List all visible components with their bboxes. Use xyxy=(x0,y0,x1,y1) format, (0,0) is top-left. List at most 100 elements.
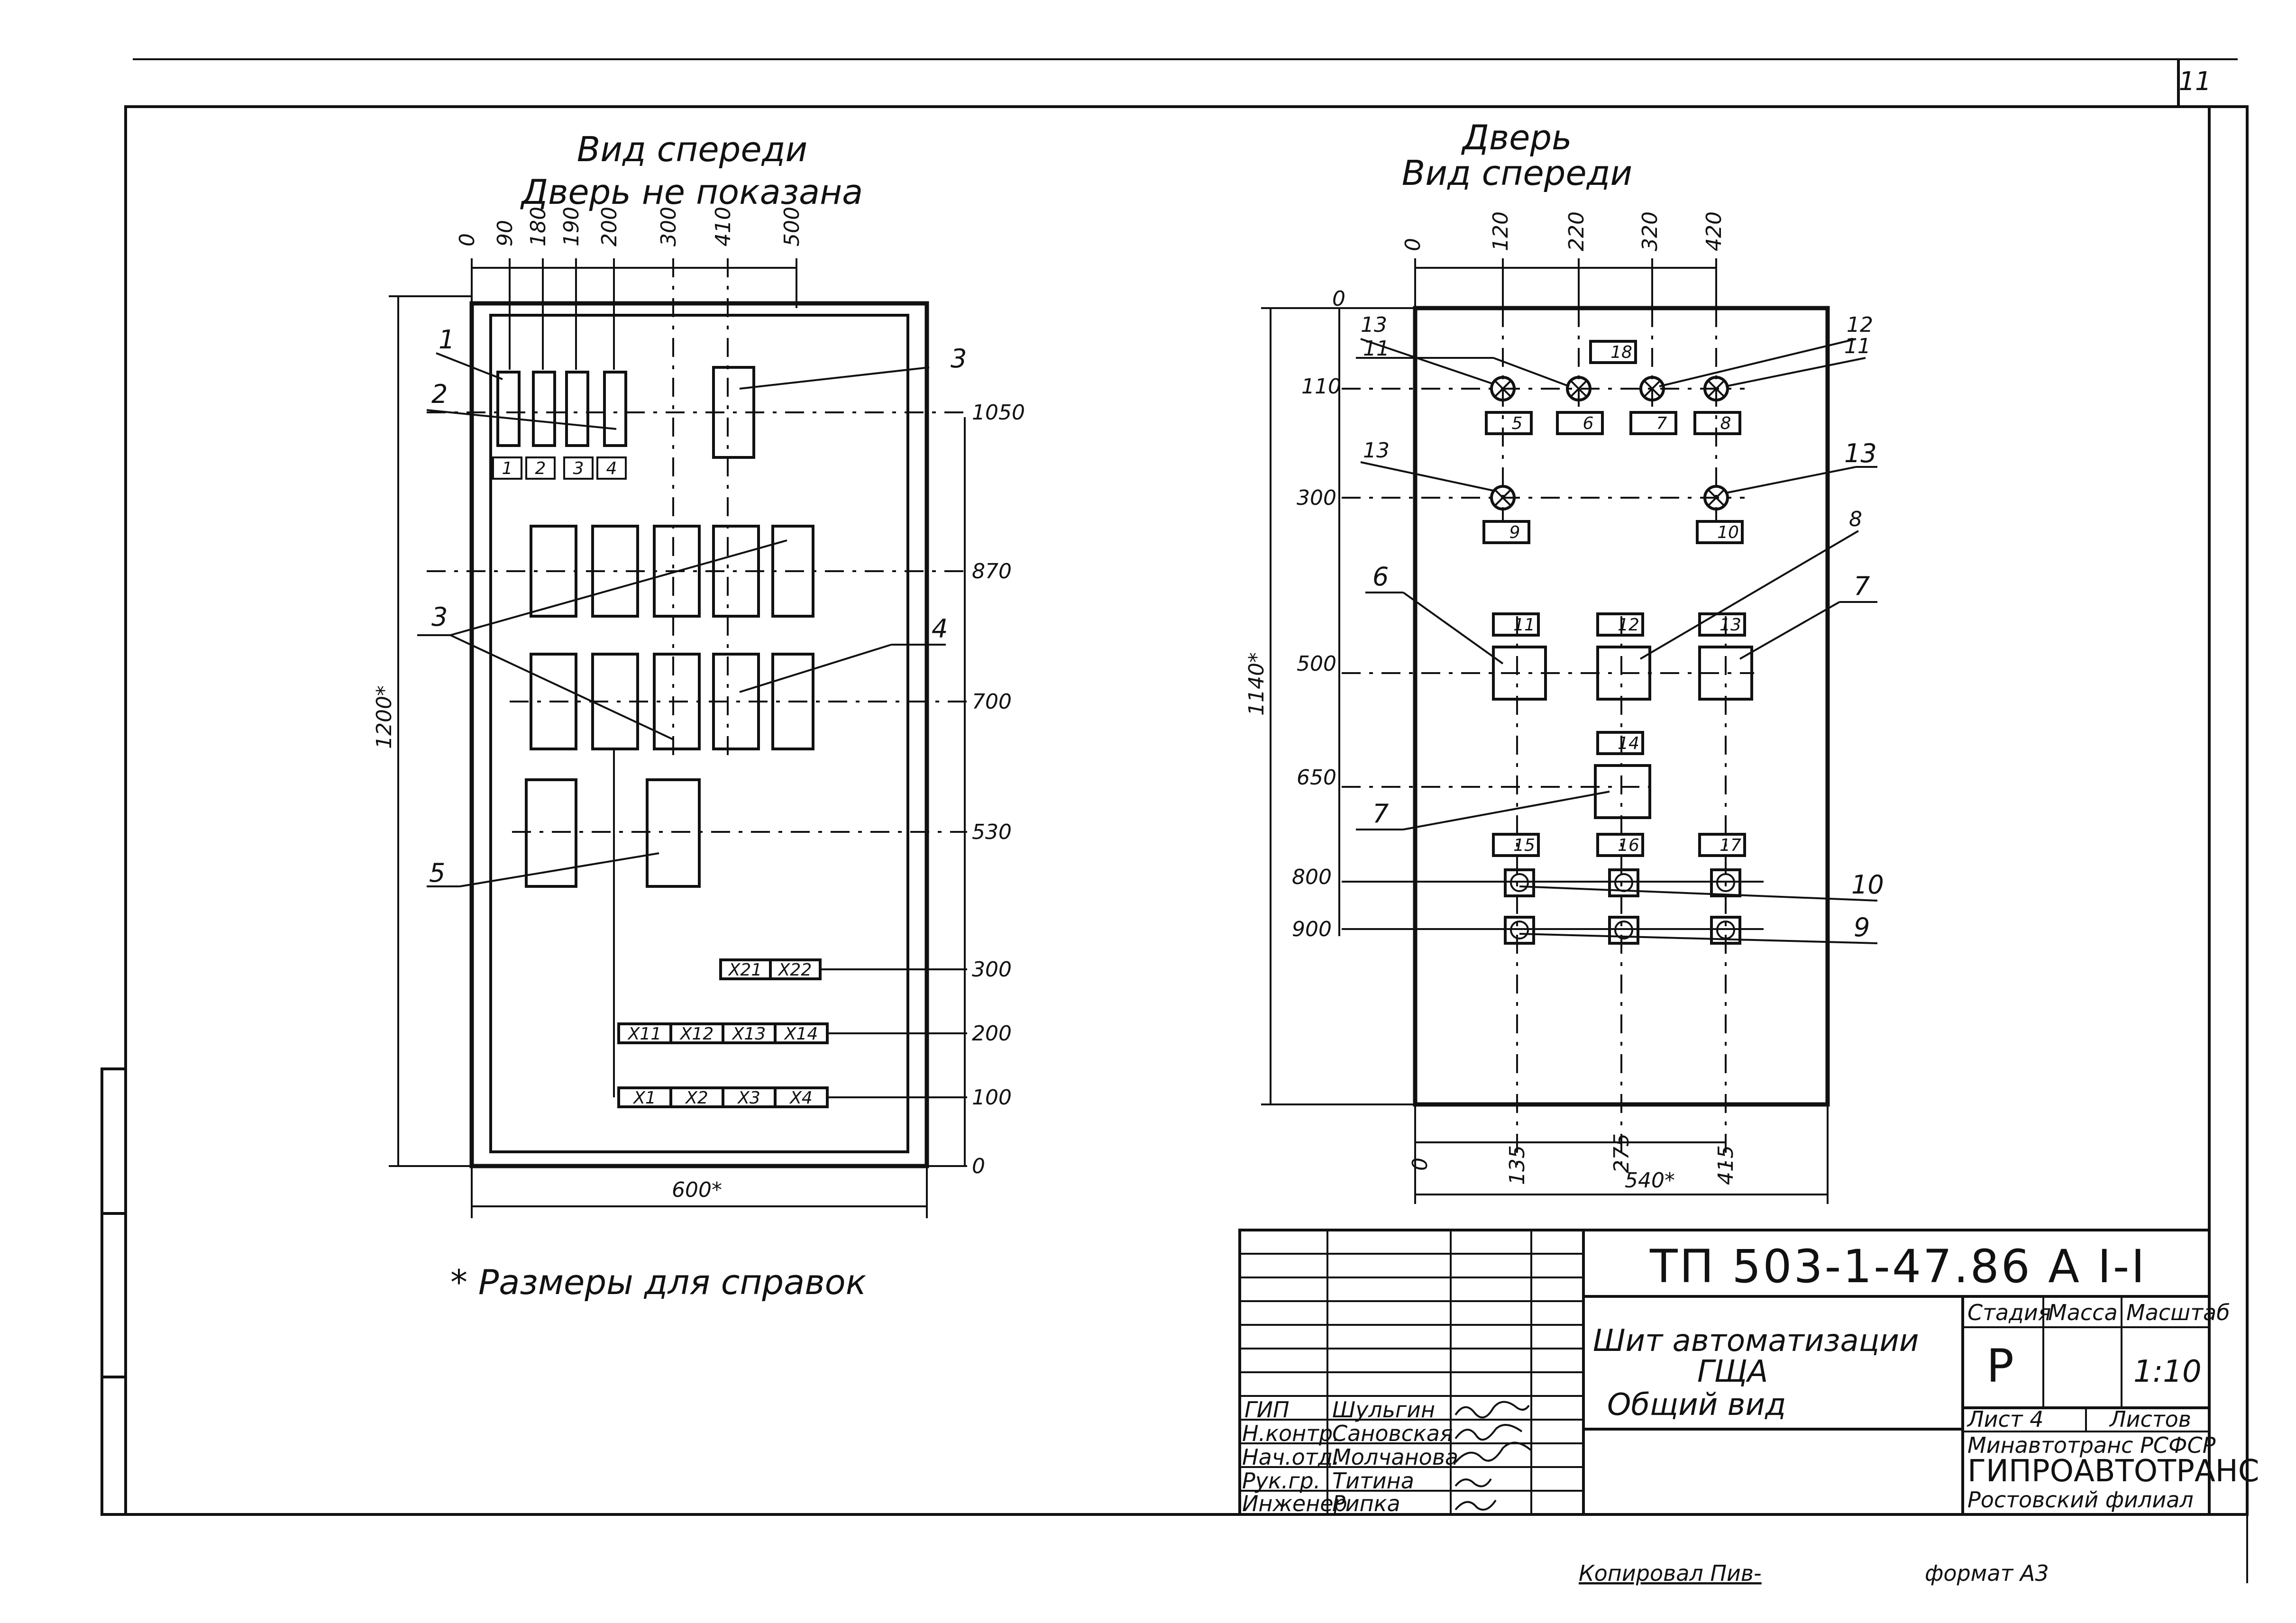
lamp-icon xyxy=(1703,485,1729,511)
svg-text:13: 13 xyxy=(1361,313,1387,337)
front-right-dim-labels: 1050 870 700 530 300 200 100 0 xyxy=(972,401,1025,1178)
svg-text:200: 200 xyxy=(597,207,622,246)
terminal-row-200: X11 X12 X13 X14 xyxy=(617,1022,829,1044)
svg-text:14: 14 xyxy=(1618,734,1639,753)
svg-text:17: 17 xyxy=(1720,836,1741,855)
svg-text:12: 12 xyxy=(1847,313,1873,337)
svg-text:415: 415 xyxy=(1714,1145,1738,1185)
svg-text:0: 0 xyxy=(1408,1158,1432,1171)
svg-text:X2: X2 xyxy=(685,1088,708,1108)
front-right-dim-lines xyxy=(427,411,967,1167)
svg-text:6: 6 xyxy=(1583,414,1594,433)
door-top-dim-labels: 0 120 220 320 420 xyxy=(1401,211,1726,251)
svg-text:800: 800 xyxy=(1292,865,1332,889)
door-view: Дверь Вид спереди 0 120 220 320 420 1140… xyxy=(1244,118,1884,1204)
door-plates: 18 5 6 7 8 9 10 11 12 13 14 15 16 17 xyxy=(1482,340,1746,857)
svg-text:X4: X4 xyxy=(789,1088,813,1108)
svg-text:ГИП: ГИП xyxy=(1244,1397,1290,1422)
svg-text:X22: X22 xyxy=(778,960,812,980)
door-view-title: Дверь xyxy=(1461,118,1572,157)
button-icon xyxy=(1608,916,1639,945)
svg-text:180: 180 xyxy=(526,207,550,246)
svg-text:7: 7 xyxy=(1656,414,1667,433)
svg-text:0: 0 xyxy=(1332,287,1345,311)
copied-by: Копировал Пив- xyxy=(1579,1560,1762,1586)
door-width-dim: 540* xyxy=(1625,1168,1675,1193)
svg-text:4: 4 xyxy=(606,459,617,478)
svg-text:Сановская: Сановская xyxy=(1332,1421,1453,1446)
svg-text:500: 500 xyxy=(1297,652,1336,676)
svg-text:6: 6 xyxy=(1372,562,1389,592)
drawing-name-line3: Общий вид xyxy=(1607,1387,1786,1422)
title-block: ГИП Н.контр. Нач.отд. Рук.гр. Инженер Шу… xyxy=(1238,1229,2259,1516)
stage-value: Р xyxy=(1986,1340,2016,1393)
svg-text:10: 10 xyxy=(1851,870,1884,900)
svg-text:1: 1 xyxy=(439,325,455,355)
drawing-name-line1: Шит автоматизации xyxy=(1593,1323,1919,1359)
svg-text:Лист 4: Лист 4 xyxy=(1967,1406,2043,1432)
svg-text:1: 1 xyxy=(502,459,513,478)
svg-text:Масштаб: Масштаб xyxy=(2126,1300,2230,1325)
front-callouts: 1 2 3 3 4 5 xyxy=(417,325,967,888)
svg-text:275: 275 xyxy=(1610,1133,1634,1173)
svg-text:18: 18 xyxy=(1610,343,1632,362)
button-icon xyxy=(1710,868,1741,897)
door-view-subtitle: Вид спереди xyxy=(1402,153,1632,193)
svg-text:Масса: Масса xyxy=(2048,1300,2118,1325)
door-bottom-dim-labels: 0 135 275 415 xyxy=(1408,1133,1738,1185)
svg-text:10: 10 xyxy=(1717,523,1739,542)
svg-text:420: 420 xyxy=(1702,211,1726,251)
door-horizontal-axes xyxy=(1342,388,1764,930)
svg-text:500: 500 xyxy=(780,207,804,246)
title-block-names: Шульгин Сановская Молчанова Титина Рипка xyxy=(1332,1397,1458,1516)
svg-text:5: 5 xyxy=(429,858,445,888)
door-signal-lamps xyxy=(1490,376,1729,511)
lamp-icon xyxy=(1566,376,1592,401)
svg-text:Минавтотранс РСФСР: Минавтотранс РСФСР xyxy=(1967,1432,2216,1458)
format-label: формат А3 xyxy=(1925,1560,2049,1586)
svg-text:2: 2 xyxy=(535,459,546,478)
door-push-buttons xyxy=(1504,868,1741,945)
door-left-dim-labels: 0 110 300 500 650 800 900 xyxy=(1292,287,1345,941)
svg-text:9: 9 xyxy=(1509,523,1520,542)
svg-text:ГИПРОАВТОТРАНС: ГИПРОАВТОТРАНС xyxy=(1967,1454,2259,1489)
svg-text:120: 120 xyxy=(1489,211,1513,251)
sheet-frame: 11 xyxy=(101,58,2249,1583)
svg-text:Листов: Листов xyxy=(2109,1406,2191,1432)
svg-text:X13: X13 xyxy=(732,1024,766,1044)
svg-text:12: 12 xyxy=(1618,615,1639,635)
svg-text:0: 0 xyxy=(1401,238,1425,251)
svg-text:3: 3 xyxy=(573,459,584,478)
front-top-dim-labels: 0 90 180 190 200 300 410 500 xyxy=(455,207,804,246)
scale-value: 1:10 xyxy=(2133,1354,2202,1389)
front-small-devices xyxy=(496,366,755,459)
svg-text:650: 650 xyxy=(1297,766,1336,790)
svg-text:220: 220 xyxy=(1564,211,1589,251)
front-top-dim-ticks xyxy=(471,258,797,758)
svg-text:410: 410 xyxy=(711,207,735,246)
svg-text:8: 8 xyxy=(1849,507,1862,531)
front-small-device-labels: 1 2 3 4 xyxy=(492,456,627,480)
svg-text:3: 3 xyxy=(431,602,448,632)
svg-text:8: 8 xyxy=(1720,414,1731,433)
lamp-icon xyxy=(1490,376,1516,401)
svg-text:135: 135 xyxy=(1505,1145,1529,1185)
svg-text:Рипка: Рипка xyxy=(1332,1491,1400,1516)
document-code: ТП 503-1-47.86 А I-I xyxy=(1649,1240,2147,1293)
drawing-name-line2: ГЩА xyxy=(1697,1354,1768,1389)
button-icon xyxy=(1504,916,1535,945)
svg-text:X11: X11 xyxy=(627,1024,661,1044)
svg-text:Стадия: Стадия xyxy=(1967,1300,2051,1325)
front-instruments-row-700 xyxy=(530,653,814,750)
svg-text:X12: X12 xyxy=(679,1024,713,1044)
svg-text:2: 2 xyxy=(431,379,448,409)
svg-text:X3: X3 xyxy=(737,1088,760,1108)
front-instruments-row-530 xyxy=(525,749,701,1097)
door-height-dim: 1140* xyxy=(1244,652,1269,716)
svg-text:1050: 1050 xyxy=(972,401,1025,425)
button-icon xyxy=(1504,868,1535,897)
svg-text:7: 7 xyxy=(1854,571,1870,601)
svg-text:0: 0 xyxy=(455,233,479,246)
svg-text:90: 90 xyxy=(493,220,517,246)
svg-text:900: 900 xyxy=(1292,917,1332,941)
